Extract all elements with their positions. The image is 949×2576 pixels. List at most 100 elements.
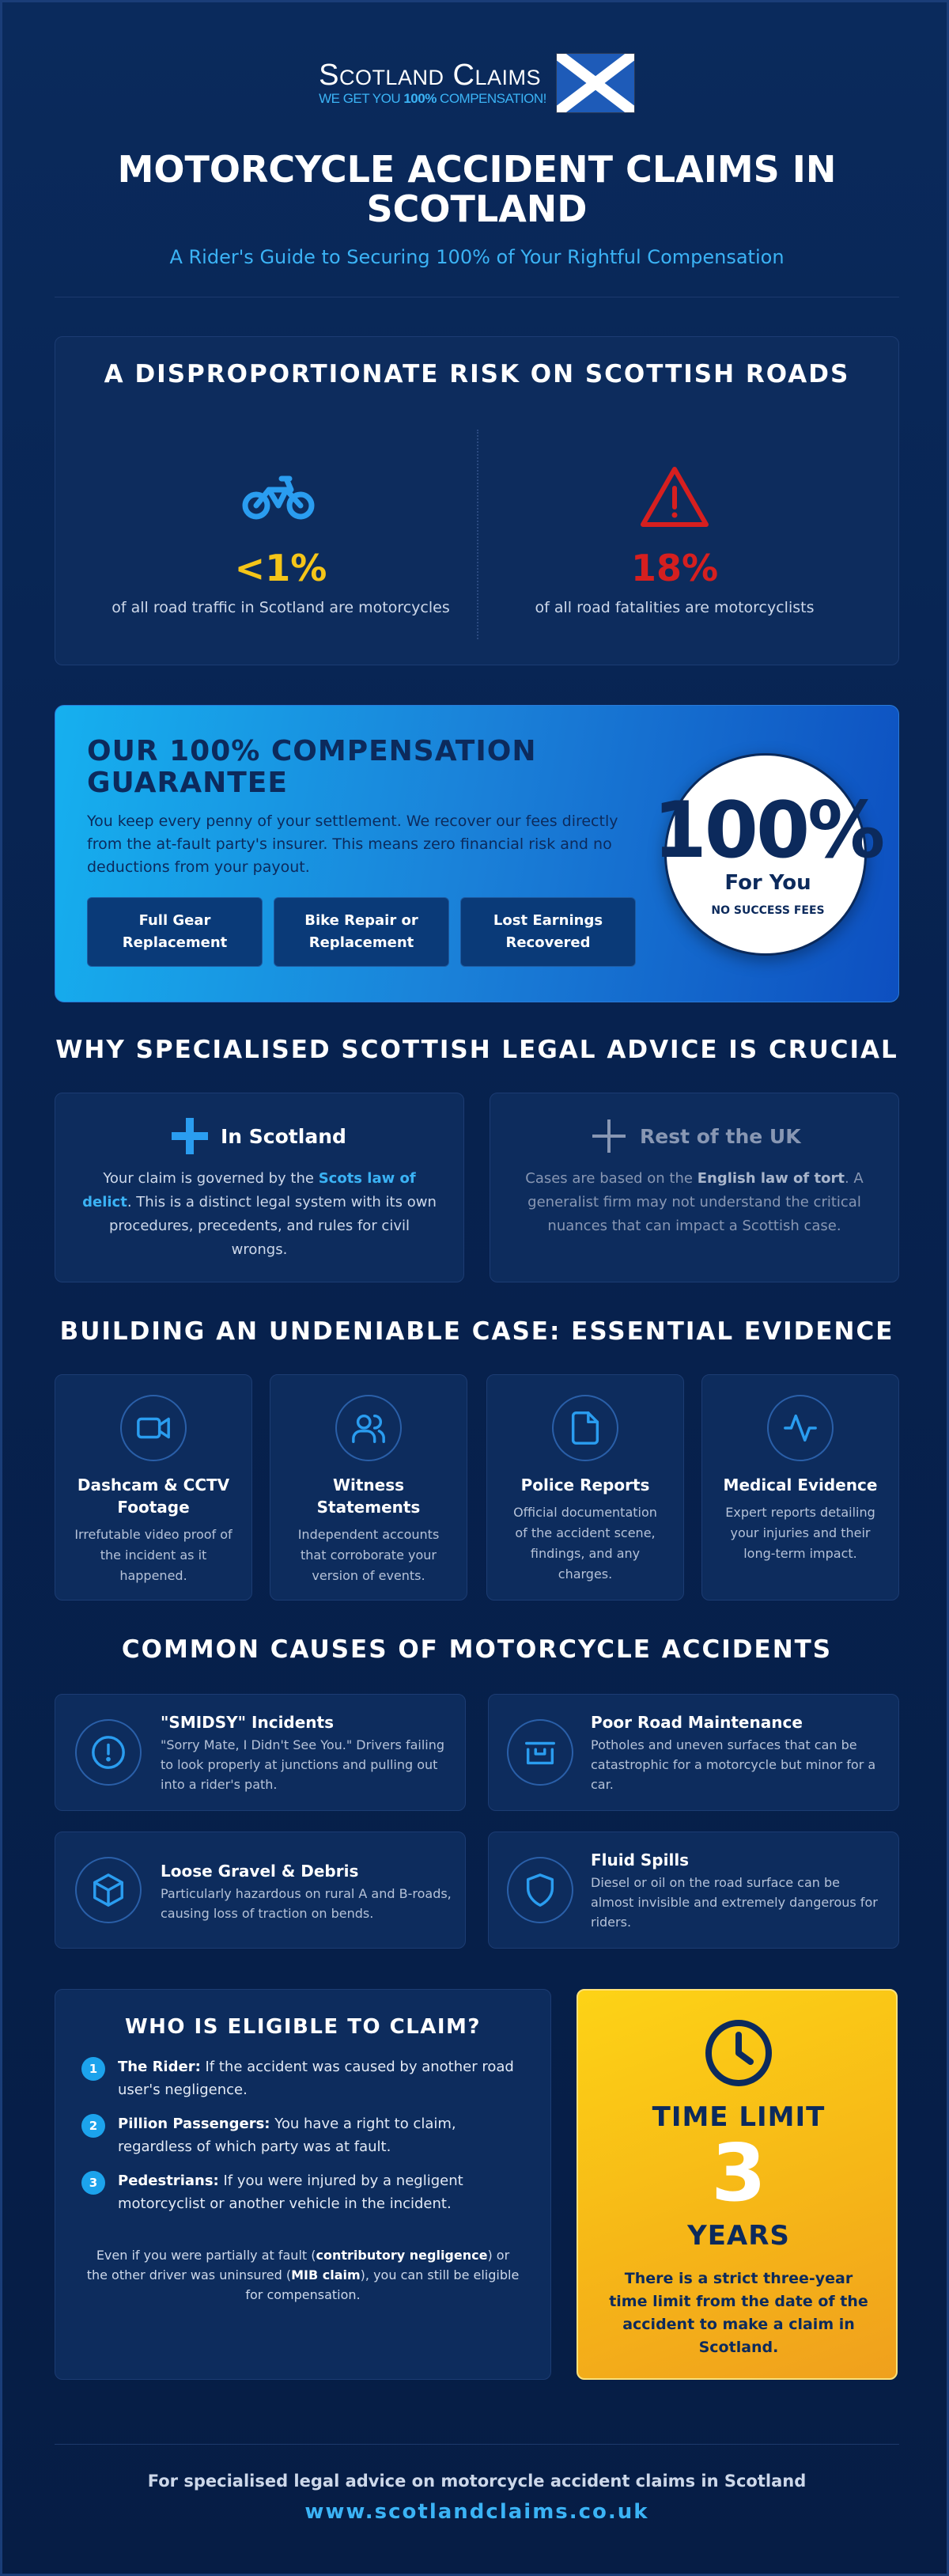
time-limit-text: There is a strict three-year time limit … (609, 2270, 868, 2356)
eligibility-item-rider: 1 The Rider: If the accident was caused … (81, 2055, 532, 2101)
note-part: Even if you were partially at fault ( (96, 2248, 316, 2263)
logo-text: Scotland Claims WE GET YOU 100% COMPENSA… (319, 59, 546, 107)
time-limit-label: TIME LIMIT (652, 2101, 826, 2133)
scotland-flag-icon (555, 53, 635, 113)
risk-divider (477, 430, 478, 639)
guarantee-badge: 100% For You NO SUCCESS FEES (653, 753, 885, 956)
brand-name: Scotland Claims (319, 59, 541, 92)
time-limit-unit: YEARS (687, 2220, 790, 2252)
eligibility-number: 2 (81, 2114, 105, 2138)
eligibility-item-pillion: 2 Pillion Passengers: You have a right t… (81, 2112, 532, 2158)
uk-law-text: Cases are based on the English law of to… (516, 1167, 872, 1238)
motorcycle-icon (242, 475, 315, 520)
scotland-heading-text: In Scotland (221, 1124, 346, 1148)
risk-stat-fatalities-label: of all road fatalities are motorcyclists (535, 599, 815, 616)
page-title: MOTORCYCLE ACCIDENT CLAIMS IN SCOTLAND (117, 148, 837, 230)
note-part: ) or the other driver was uninsured ( (86, 2248, 510, 2282)
badge-value: 100% (652, 786, 886, 876)
scotland-heading: In Scotland (170, 1116, 346, 1156)
chip-full-gear: Full Gear Replacement (87, 897, 263, 967)
eligibility-card (55, 1989, 551, 2380)
scotland-text-post: . This is a distinct legal system with i… (108, 1194, 437, 1258)
time-limit-card: TIME LIMIT 3 YEARS There is a strict thr… (577, 1989, 898, 2380)
eligibility-note: Even if you were partially at fault (con… (86, 2245, 520, 2305)
cause-fluid-text: Diesel or oil on the road surface can be… (591, 1875, 878, 1930)
scotland-law-highlight: Scots law of delict (82, 1170, 416, 1210)
eligibility-item-text: Pillion Passengers: You have a right to … (118, 2112, 532, 2158)
eligibility-desc: If you were injured by a negligent motor… (118, 2173, 463, 2212)
cause-road-title: Poor Road Maintenance (591, 1713, 803, 1732)
footer-divider (55, 2444, 899, 2445)
people-icon (335, 1395, 402, 1461)
brand-logo[interactable]: Scotland Claims WE GET YOU 100% COMPENSA… (2, 53, 949, 113)
evidence-police-title: Police Reports (520, 1476, 650, 1494)
eligibility-desc: You have a right to claim, regardless of… (118, 2116, 456, 2155)
shield-icon (507, 1857, 573, 1923)
chip-bike-repair: Bike Repair or Replacement (274, 897, 449, 967)
eligibility-label: Pedestrians: (118, 2173, 219, 2189)
evidence-witness-title: Witness Statements (316, 1476, 421, 1517)
evidence-medical-title: Medical Evidence (723, 1476, 878, 1494)
causes-title: COMMON CAUSES OF MOTORCYCLE ACCIDENTS (121, 1635, 833, 1664)
page-subtitle: A Rider's Guide to Securing 100% of Your… (169, 246, 785, 268)
badge-line1: For You (724, 871, 811, 895)
cause-fluid-title: Fluid Spills (591, 1851, 690, 1869)
uk-text-pre: Cases are based on the (525, 1170, 698, 1187)
evidence-dashcam-title: Dashcam & CCTV Footage (77, 1476, 230, 1517)
pothole-icon (507, 1719, 573, 1786)
uk-heading: Rest of the UK (589, 1116, 801, 1156)
eligibility-title: WHO IS ELIGIBLE TO CLAIM? (124, 2015, 482, 2039)
plus-outline-icon (592, 1119, 626, 1153)
eligibility-number: 1 (81, 2057, 105, 2081)
evidence-witness-text: Independent accounts that corroborate yo… (297, 1527, 440, 1583)
risk-stat-traffic-label: of all road traffic in Scotland are moto… (112, 599, 450, 616)
guarantee-text: You keep every penny of your settlement.… (87, 813, 618, 876)
uk-text-post: . A generalist firm may not understand t… (527, 1170, 864, 1234)
clock-icon (705, 2020, 772, 2086)
badge-line2: NO SUCCESS FEES (711, 904, 825, 917)
scotland-law-text: Your claim is governed by the Scots law … (81, 1167, 437, 1262)
note-bold-mib: MIB claim (291, 2267, 361, 2282)
box-icon (75, 1857, 142, 1923)
warning-icon (641, 467, 709, 527)
heartbeat-icon (767, 1395, 834, 1461)
chip-lost-earnings: Lost Earnings Recovered (460, 897, 636, 967)
guarantee-panel: OUR 100% COMPENSATION GUARANTEE You keep… (55, 705, 899, 1002)
risk-stat-traffic-value: <1% (234, 547, 327, 589)
eligibility-label: Pillion Passengers: (118, 2116, 270, 2132)
risk-stat-fatalities-value: 18% (630, 547, 719, 589)
evidence-medical-text: Expert reports detailing your injuries a… (725, 1505, 875, 1561)
video-camera-icon (120, 1395, 187, 1461)
footer-text: For specialised legal advice on motorcyc… (147, 2472, 807, 2491)
eligibility-number: 3 (81, 2171, 105, 2195)
eligibility-item-text: The Rider: If the accident was caused by… (118, 2055, 532, 2101)
alert-circle-icon (75, 1719, 142, 1786)
guarantee-title: OUR 100% COMPENSATION GUARANTEE (87, 735, 537, 799)
uk-law-card (490, 1093, 899, 1282)
eligibility-label: The Rider: (118, 2059, 201, 2075)
scotland-law-card (55, 1093, 464, 1282)
time-limit-value: 3 (711, 2127, 766, 2219)
scotland-text-pre: Your claim is governed by the (103, 1170, 319, 1187)
uk-law-highlight: English law of tort (697, 1170, 845, 1187)
legal-title: WHY SPECIALISED SCOTTISH LEGAL ADVICE IS… (55, 1036, 898, 1064)
tagline-post: COMPENSATION! (436, 91, 546, 106)
cause-smidsy-text: "Sorry Mate, I Didn't See You." Drivers … (161, 1737, 445, 1792)
risk-title: A DISPROPORTIONATE RISK ON SCOTTISH ROAD… (104, 360, 850, 388)
brand-tagline: WE GET YOU 100% COMPENSATION! (319, 91, 546, 107)
evidence-dashcam-text: Irrefutable video proof of the incident … (74, 1527, 233, 1583)
note-bold-contributory: contributory negligence (316, 2248, 488, 2263)
cause-gravel-title: Loose Gravel & Debris (161, 1862, 359, 1881)
eligibility-item-text: Pedestrians: If you were injured by a ne… (118, 2169, 532, 2215)
cause-smidsy-title: "SMIDSY" Incidents (161, 1713, 335, 1732)
cause-road-text: Potholes and uneven surfaces that can be… (591, 1737, 876, 1792)
cause-gravel-text: Particularly hazardous on rural A and B-… (161, 1886, 452, 1921)
note-part: ), you can still be eligible for compens… (245, 2267, 520, 2302)
tagline-pre: WE GET YOU (319, 91, 404, 106)
footer-url-link[interactable]: www.scotlandclaims.co.uk (304, 2500, 649, 2524)
document-icon (552, 1395, 618, 1461)
evidence-title: BUILDING AN UNDENIABLE CASE: ESSENTIAL E… (59, 1317, 894, 1346)
tagline-bold: 100% (403, 91, 437, 106)
uk-heading-text: Rest of the UK (640, 1124, 801, 1148)
